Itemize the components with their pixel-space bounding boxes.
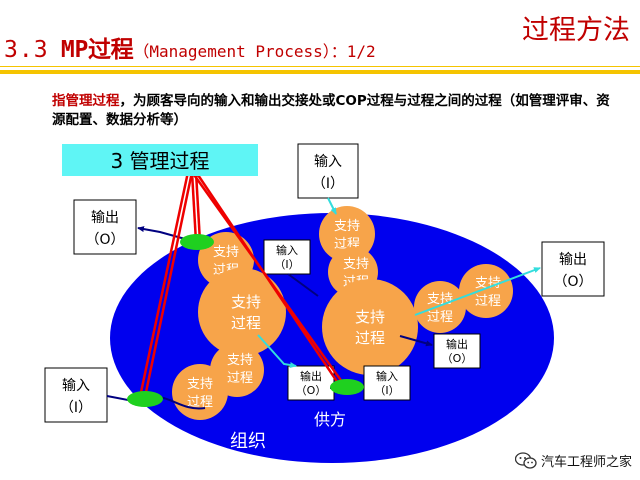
watermark-text: 汽车工程师之家 xyxy=(540,455,632,470)
support-process-right-right: 支持 过程 xyxy=(459,264,513,318)
wechat-icon xyxy=(514,451,537,469)
support-process-label-line1: 支持 xyxy=(213,245,239,260)
title-abbreviation: MP过程 xyxy=(60,37,134,63)
flow-arrow-top-input xyxy=(327,197,337,215)
support-process-center-top: 支持 过程 xyxy=(319,206,375,262)
brand-title: 过程方法 xyxy=(522,15,630,46)
output-label: 输出 xyxy=(446,337,468,351)
title-number: 3.3 xyxy=(4,37,49,63)
management-process-label: 3 管理过程 xyxy=(110,149,209,173)
support-process-label-line1: 支持 xyxy=(334,219,360,234)
internal-input-box-left: 输入 （I） xyxy=(263,239,311,275)
external-input-box-top: 输入 （I） xyxy=(297,143,359,199)
input-code: （I） xyxy=(374,384,399,397)
support-process-label-line1: 支持 xyxy=(343,257,369,272)
input-code: （I） xyxy=(312,176,344,192)
output-label: 输出 xyxy=(300,369,322,383)
internal-input-box-bottom: 输入 （I） xyxy=(363,365,411,401)
external-input-box-bottom-left: 输入 （I） xyxy=(44,367,108,423)
support-process-right-left: 支持 过程 xyxy=(414,281,466,333)
support-process-left-center: 支持 过程 xyxy=(198,268,286,356)
support-process-label-line2: 过程 xyxy=(187,395,213,410)
description-text: 指管理过程，为顾客导向的输入和输出交接处或COP过程与过程之间的过程（如管理评审… xyxy=(52,92,612,130)
flow-arrow-center-to-bottom-output xyxy=(257,334,297,368)
slide-title: 3.3 MP过程（Management Process）：1/2 xyxy=(4,30,376,64)
header-rule-thin xyxy=(0,66,640,67)
flow-arrow-center-to-output xyxy=(399,335,433,347)
output-code: （O） xyxy=(553,274,592,290)
title-english: （Management Process）：1/2 xyxy=(133,42,376,61)
header-rule-thick xyxy=(0,70,640,74)
internal-output-box-center: 输出 （O） xyxy=(433,333,481,369)
support-process-label-line2: 过程 xyxy=(355,329,385,347)
input-code: （I） xyxy=(274,258,299,271)
organization-label: 组织 xyxy=(230,431,266,452)
support-process-left-lower-left: 支持 过程 xyxy=(172,364,228,420)
description-rest: ，为顾客导向的输入和输出交接处或COP过程与过程之间的过程（如管理评审、资源配置… xyxy=(52,93,610,128)
input-code: （I） xyxy=(60,400,92,416)
management-process-lines xyxy=(138,171,347,398)
output-label: 输出 xyxy=(91,210,119,226)
support-process-label-line1: 支持 xyxy=(355,308,385,326)
support-process-center-large: 支持 过程 xyxy=(322,279,418,375)
external-output-box-right: 输出 （O） xyxy=(541,241,605,297)
support-process-label-line1: 支持 xyxy=(187,377,213,392)
internal-output-box-bottom: 输出 （O） xyxy=(287,365,335,401)
output-code: （O） xyxy=(442,352,473,365)
input-label: 输入 xyxy=(314,154,342,170)
external-output-box-top-left: 输出 （O） xyxy=(73,199,137,255)
output-code: （O） xyxy=(85,232,124,248)
connector-node-top xyxy=(180,234,214,250)
connector-node-bottom-center xyxy=(330,379,364,395)
support-process-label-line1: 支持 xyxy=(475,276,501,291)
supplier-label: 供方 xyxy=(314,410,346,429)
support-process-label-line2: 过程 xyxy=(231,314,261,332)
output-code: （O） xyxy=(296,384,327,397)
input-label: 输入 xyxy=(276,243,298,257)
description-term: 指管理过程 xyxy=(52,93,120,109)
support-process-label-line1: 支持 xyxy=(227,353,253,368)
flow-arrow-right-output xyxy=(414,267,541,316)
output-label: 输出 xyxy=(559,252,587,268)
flow-arrow-input-to-process xyxy=(287,273,319,297)
watermark: 汽车工程师之家 xyxy=(514,451,632,470)
support-process-label-line2: 过程 xyxy=(427,310,453,325)
support-process-label-line2: 过程 xyxy=(475,294,501,309)
management-process-box: 3 管理过程 xyxy=(62,144,258,176)
support-process-label-line1: 支持 xyxy=(231,293,261,311)
connector-node-bottom-left xyxy=(127,391,163,407)
support-process-label-line2: 过程 xyxy=(227,371,253,386)
input-label: 输入 xyxy=(376,369,398,383)
input-label: 输入 xyxy=(62,378,90,394)
